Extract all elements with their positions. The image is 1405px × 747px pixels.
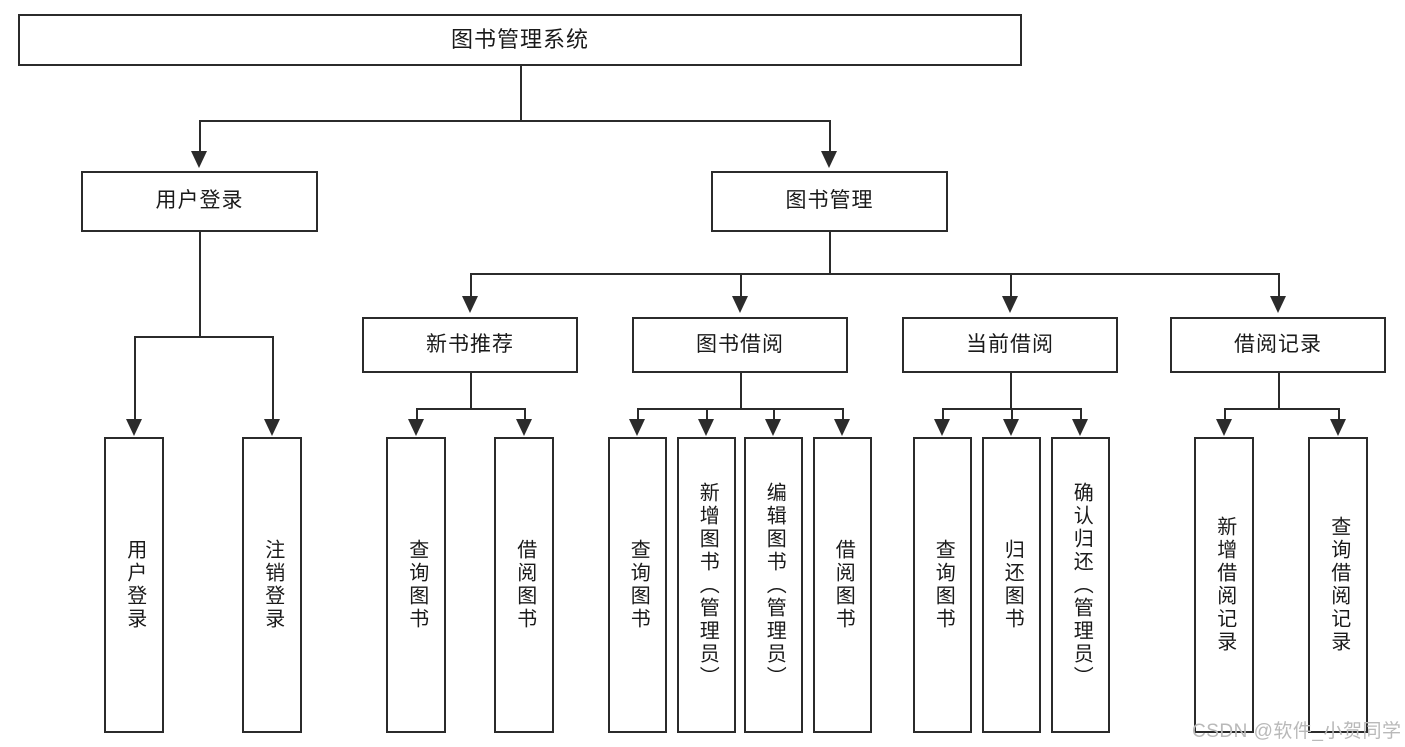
connector-newbook-to-leaf2 [524,408,526,421]
node-label: 图书管理 [785,189,874,213]
node-label: 用户登录 [123,539,146,631]
connector-borrowrecord-stem [1278,373,1280,408]
connector-bookmgmt-stem [829,232,831,274]
leaf-bookborrow-borrow-book[interactable]: 借阅图书 [813,437,872,733]
arrow-borrowrecord-leaf1-icon [1216,419,1232,436]
leaf-bookborrow-query-book[interactable]: 查询图书 [608,437,667,733]
node-label: 归还图书 [1001,539,1024,631]
node-label: 新书推荐 [426,332,514,356]
connector-bookmgmt-to-current [1010,273,1012,298]
connector-currentborrow-to-leaf3 [1080,408,1082,421]
node-book-management[interactable]: 图书管理 [711,171,948,232]
connector-borrowrecord-to-leaf2 [1338,408,1340,421]
connector-bookmgmt-bus [470,273,1278,275]
connector-newbook-to-leaf1 [416,408,418,421]
arrow-root-to-userlogin-icon [191,151,207,168]
connector-bookmgmt-to-borrow [740,273,742,298]
connector-userlogin-to-leaf1 [134,336,136,421]
node-label: 借阅图书 [513,539,536,631]
arrow-currentborrow-leaf3-icon [1072,419,1088,436]
node-root-system[interactable]: 图书管理系统 [18,14,1022,66]
connector-bookborrow-bus [637,408,842,410]
connector-newbook-bus [416,408,524,410]
node-label: 查询图书 [932,539,955,631]
node-label: 图书管理系统 [450,27,589,53]
leaf-currentborrow-query-book[interactable]: 查询图书 [913,437,972,733]
leaf-newbook-query-book[interactable]: 查询图书 [386,437,446,733]
node-label: 借阅图书 [832,539,855,631]
arrow-bookborrow-leaf2-icon [698,419,714,436]
node-label: 用户登录 [155,189,244,213]
arrow-bookborrow-leaf4-icon [834,419,850,436]
node-label: 查询图书 [405,539,428,631]
connector-currentborrow-to-leaf2 [1011,408,1013,421]
connector-root-bus [199,120,830,122]
node-user-login[interactable]: 用户登录 [81,171,318,232]
leaf-bookborrow-add-book-admin[interactable]: 新增图书（管理员） [677,437,736,733]
connector-root-stem [520,66,522,120]
node-label: 查询图书 [627,539,650,631]
node-label: 新增借阅记录 [1213,516,1236,654]
node-label: 查询借阅记录 [1327,516,1350,654]
arrow-bookborrow-leaf1-icon [629,419,645,436]
leaf-user-login[interactable]: 用户登录 [104,437,164,733]
connector-borrowrecord-bus [1224,408,1338,410]
connector-bookborrow-stem [740,373,742,408]
connector-bookborrow-to-leaf4 [842,408,844,421]
leaf-newbook-borrow-book[interactable]: 借阅图书 [494,437,554,733]
arrow-newbook-leaf1-icon [408,419,424,436]
connector-borrowrecord-to-leaf1 [1224,408,1226,421]
connector-root-to-userlogin [199,120,201,153]
connector-currentborrow-to-leaf1 [942,408,944,421]
arrow-currentborrow-leaf2-icon [1003,419,1019,436]
leaf-currentborrow-confirm-return-admin[interactable]: 确认归还（管理员） [1051,437,1110,733]
connector-newbook-stem [470,373,472,408]
arrow-bookmgmt-newbook-icon [462,296,478,313]
node-label: 新增图书（管理员） [696,481,719,689]
connector-bookmgmt-to-newbook [470,273,472,298]
arrow-userlogin-leaf2-icon [264,419,280,436]
connector-currentborrow-stem [1010,373,1012,408]
arrow-userlogin-leaf1-icon [126,419,142,436]
leaf-borrowrecord-add-record[interactable]: 新增借阅记录 [1194,437,1254,733]
arrow-bookmgmt-record-icon [1270,296,1286,313]
node-label: 注销登录 [261,539,284,631]
leaf-logout[interactable]: 注销登录 [242,437,302,733]
node-current-borrow[interactable]: 当前借阅 [902,317,1118,373]
connector-bookborrow-to-leaf3 [773,408,775,421]
connector-userlogin-to-leaf2 [272,336,274,421]
arrow-bookborrow-leaf3-icon [765,419,781,436]
arrow-bookmgmt-borrow-icon [732,296,748,313]
node-label: 编辑图书（管理员） [763,481,786,689]
node-label: 图书借阅 [696,332,784,356]
arrow-currentborrow-leaf1-icon [934,419,950,436]
connector-bookborrow-to-leaf1 [637,408,639,421]
node-label: 当前借阅 [966,332,1054,356]
leaf-bookborrow-edit-book-admin[interactable]: 编辑图书（管理员） [744,437,803,733]
connector-bookborrow-to-leaf2 [706,408,708,421]
leaf-currentborrow-return-book[interactable]: 归还图书 [982,437,1041,733]
node-new-book-recommend[interactable]: 新书推荐 [362,317,578,373]
arrow-root-to-bookmgmt-icon [821,151,837,168]
connector-userlogin-stem [199,232,201,336]
connector-bookmgmt-to-record [1278,273,1280,298]
node-borrow-record[interactable]: 借阅记录 [1170,317,1386,373]
node-label: 借阅记录 [1234,332,1322,356]
connector-root-to-bookmgmt [829,120,831,153]
arrow-newbook-leaf2-icon [516,419,532,436]
leaf-borrowrecord-query-record[interactable]: 查询借阅记录 [1308,437,1368,733]
watermark-credit: CSDN @软件_小贺同学 [1192,721,1402,742]
node-label: 确认归还（管理员） [1070,481,1093,689]
node-book-borrow[interactable]: 图书借阅 [632,317,848,373]
connector-userlogin-bus [134,336,272,338]
arrow-bookmgmt-current-icon [1002,296,1018,313]
arrow-borrowrecord-leaf2-icon [1330,419,1346,436]
